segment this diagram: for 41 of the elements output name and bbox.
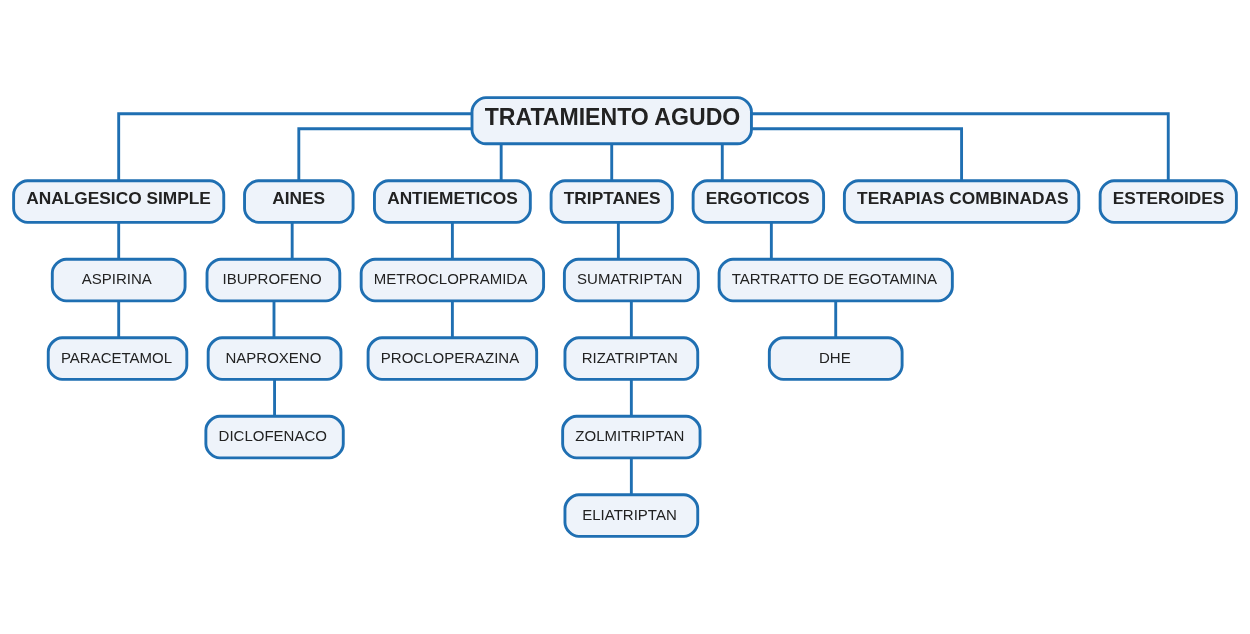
node-box: AINES [243, 179, 355, 224]
connector [450, 301, 454, 338]
connector [834, 301, 838, 338]
node-box: METROCLOPRAMIDA [359, 257, 546, 303]
connector [499, 144, 503, 181]
node-box: DICLOFENACO [204, 414, 345, 460]
node-box: SUMATRIPTAN [562, 257, 700, 303]
node-box: ZOLMITRIPTAN [561, 414, 702, 460]
node-box: PARACETAMOL [46, 336, 189, 381]
connector [450, 222, 454, 259]
node-box: DHE [767, 336, 904, 381]
node-box: ESTEROIDES [1098, 179, 1238, 224]
node-box: PROCLOPERAZINA [366, 336, 539, 381]
connector [610, 144, 614, 181]
node-box: NAPROXENO [206, 336, 343, 381]
connector [117, 301, 121, 338]
connector [616, 222, 620, 259]
connector [273, 379, 276, 416]
node-box: ASPIRINA [50, 257, 187, 303]
node-box: TRATAMIENTO AGUDO [470, 96, 753, 146]
node-box: ERGOTICOS [691, 179, 826, 224]
node-box: TERAPIAS COMBINADAS [842, 179, 1081, 224]
connector [297, 127, 472, 181]
node-box: ANTIEMETICOS [373, 179, 532, 224]
connector [629, 301, 633, 338]
connector [769, 222, 773, 259]
connector [117, 112, 472, 181]
connector [290, 222, 294, 259]
connector [720, 144, 724, 181]
node-box: RIZATRIPTAN [563, 336, 700, 381]
node-box: ANALGESICO SIMPLE [12, 179, 226, 224]
connector [751, 127, 964, 181]
connector [629, 458, 633, 495]
connector [629, 379, 633, 416]
connector [272, 301, 276, 338]
node-box: TRIPTANES [549, 179, 674, 224]
connector [117, 222, 121, 259]
connector [751, 112, 1170, 181]
node-box: IBUPROFENO [205, 257, 342, 303]
node-box: TARTRATTO DE EGOTAMINA [717, 257, 954, 303]
node-box: ELIATRIPTAN [563, 493, 700, 538]
